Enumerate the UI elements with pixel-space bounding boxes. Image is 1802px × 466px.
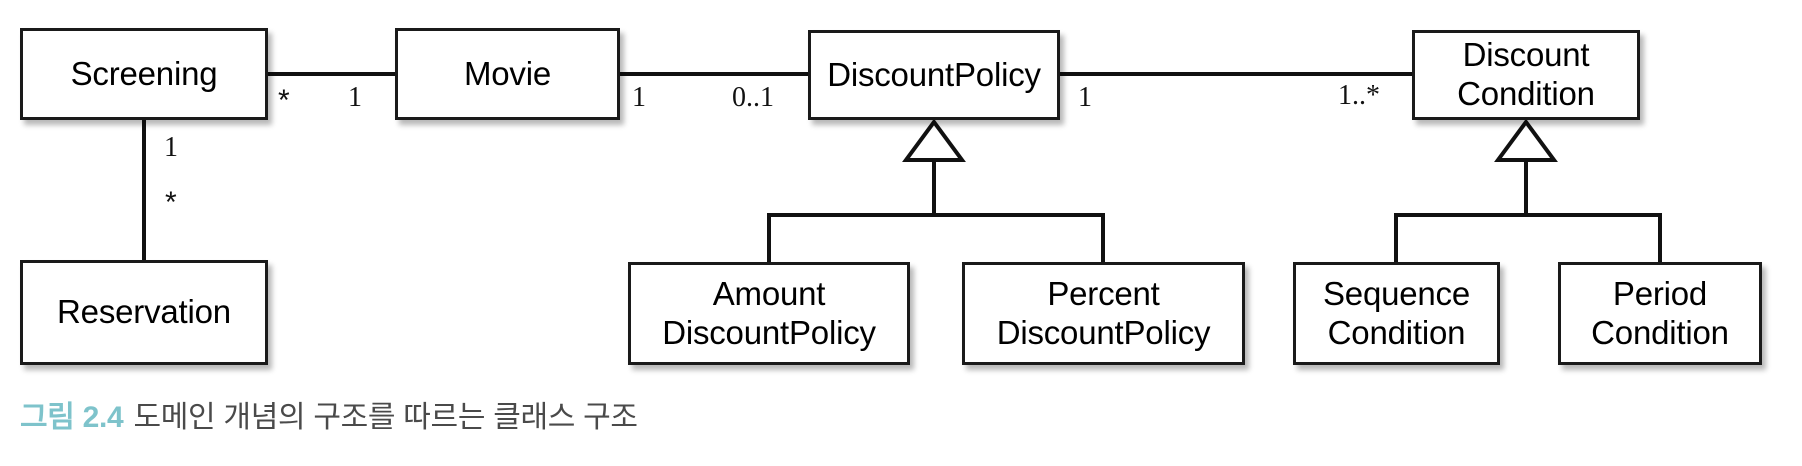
inheritance-triangle-discountcondition (1494, 118, 1558, 162)
figure-caption: 그림 2.4 도메인 개념의 구조를 따르는 클래스 구조 (20, 392, 638, 436)
class-box-reservation[interactable]: Reservation (20, 260, 268, 365)
class-box-discount-policy[interactable]: DiscountPolicy (808, 30, 1060, 120)
class-name-movie: Movie (463, 54, 552, 92)
multiplicity-discountpolicy-condition-source: 1 (1078, 82, 1092, 113)
multiplicity-screening-movie-source: * (278, 84, 290, 117)
inheritance-triangle-discountpolicy (902, 118, 966, 162)
multiplicity-screening-reservation-target: * (165, 186, 177, 219)
class-name-reservation: Reservation (57, 293, 231, 331)
multiplicity-movie-discountpolicy-target: 0..1 (732, 82, 774, 113)
figure-caption-number: 그림 2.4 (20, 401, 124, 434)
multiplicity-movie-discountpolicy-source: 1 (632, 82, 646, 113)
class-box-discount-condition[interactable]: Discount Condition (1412, 30, 1640, 120)
class-name-discount-policy: DiscountPolicy (827, 55, 1041, 93)
multiplicity-screening-reservation-source: 1 (164, 132, 178, 163)
class-box-amount-discount-policy[interactable]: Amount DiscountPolicy (628, 262, 910, 365)
class-box-sequence-condition[interactable]: Sequence Condition (1293, 262, 1500, 365)
class-name-screening: Screening (70, 54, 218, 92)
class-name-discount-condition: Discount Condition (1457, 36, 1595, 112)
class-name-percent-discount-policy: Percent DiscountPolicy (996, 274, 1211, 351)
class-name-amount-discount-policy: Amount DiscountPolicy (662, 274, 876, 351)
class-name-period-condition: Period Condition (1591, 274, 1729, 351)
class-name-sequence-condition: Sequence Condition (1322, 274, 1471, 351)
multiplicity-screening-movie-target: 1 (348, 82, 362, 113)
figure-caption-text: 도메인 개념의 구조를 따르는 클래스 구조 (133, 401, 638, 434)
class-box-period-condition[interactable]: Period Condition (1558, 262, 1762, 365)
multiplicity-discountpolicy-condition-target: 1..* (1338, 80, 1380, 111)
class-box-percent-discount-policy[interactable]: Percent DiscountPolicy (962, 262, 1245, 365)
class-box-movie[interactable]: Movie (395, 28, 620, 120)
class-box-screening[interactable]: Screening (20, 28, 268, 120)
